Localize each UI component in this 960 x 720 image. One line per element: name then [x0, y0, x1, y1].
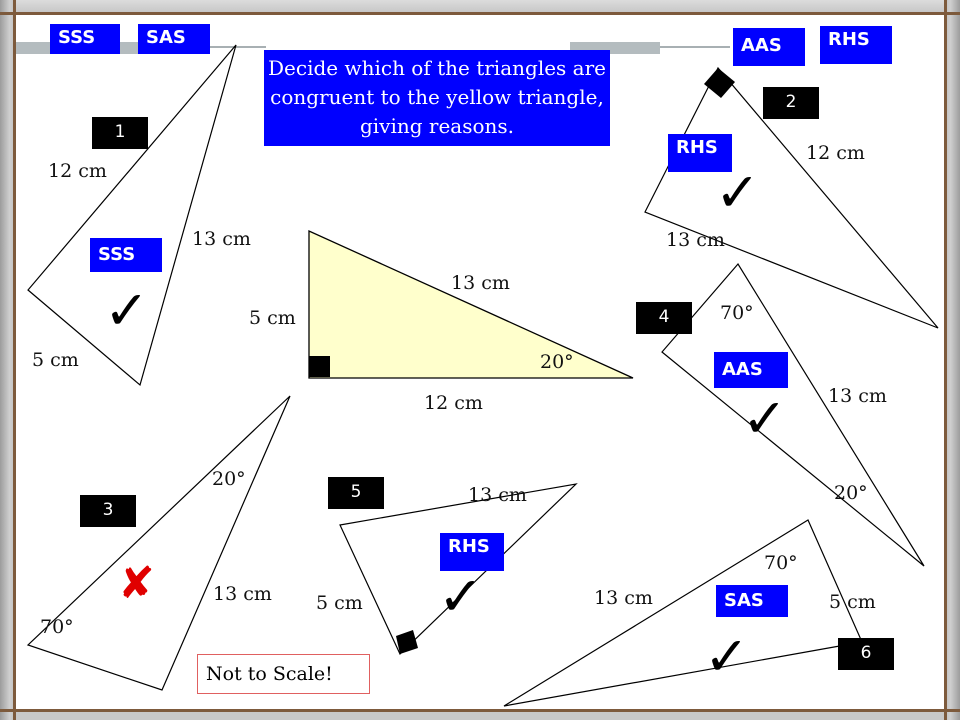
triangle-4-number: 4 [636, 302, 692, 334]
triangle-2-right-angle-marker [704, 68, 735, 98]
triangle-2-reason-badge: RHS [668, 134, 732, 172]
frame-left [0, 0, 16, 720]
frame-rail-left [13, 0, 16, 720]
triangle-5-number: 5 [328, 477, 384, 509]
decor-line-left [176, 46, 266, 48]
triangle-6 [503, 519, 863, 707]
triangle-5-tick-icon: ✓ [438, 565, 484, 628]
frame-right [944, 0, 960, 720]
triangle-3-side: 13 cm [213, 583, 272, 605]
option-badge-aas: AAS [733, 28, 805, 66]
triangle-1-side-a: 12 cm [48, 160, 107, 182]
triangle-2-tick-icon: ✓ [715, 161, 761, 224]
triangle-4-reason-badge: AAS [714, 352, 788, 388]
triangle-3 [26, 395, 291, 691]
yellow-height-label: 5 cm [249, 307, 296, 329]
yellow-right-angle-marker [309, 356, 330, 377]
frame-rail-bottom [0, 709, 960, 712]
option-badge-sas: SAS [138, 24, 210, 54]
triangle-1-side-b: 13 cm [192, 228, 251, 250]
triangle-1-number: 1 [92, 117, 148, 149]
triangle-6-angle: 70° [764, 552, 798, 574]
triangle-1-reason-badge: SSS [90, 238, 162, 272]
triangle-2-side-b: 13 cm [666, 229, 725, 251]
triangle-4-angle-top: 70° [720, 302, 754, 324]
frame-rail-top [0, 12, 960, 15]
decor-line-right [610, 46, 730, 48]
triangle-6-tick-icon: ✓ [704, 625, 750, 688]
triangle-6-side-a: 13 cm [594, 587, 653, 609]
option-badge-rhs: RHS [820, 26, 892, 64]
triangle-5-right-angle-marker [396, 630, 418, 654]
option-badge-sss: SSS [50, 24, 120, 54]
triangle-6-side-b: 5 cm [829, 591, 876, 613]
triangle-3-angle-top: 20° [212, 468, 246, 490]
triangle-4-angle-bottom: 20° [834, 482, 868, 504]
frame-top [0, 0, 960, 15]
triangle-3-cross-icon: ✘ [118, 558, 155, 609]
triangle-4 [661, 262, 925, 567]
instruction-box: Decide which of the triangles are congru… [264, 50, 610, 146]
triangle-5-side-left: 5 cm [316, 592, 363, 614]
triangle-2-number: 2 [763, 87, 819, 119]
yellow-hypotenuse-label: 13 cm [451, 272, 510, 294]
triangle-2-side-a: 12 cm [806, 142, 865, 164]
triangle-5-reason-badge: RHS [440, 533, 504, 571]
triangle-6-number: 6 [838, 638, 894, 670]
triangle-4-tick-icon: ✓ [742, 387, 788, 450]
triangle-4-side: 13 cm [828, 385, 887, 407]
yellow-angle-label: 20° [540, 351, 574, 373]
triangle-5-side-top: 13 cm [468, 484, 527, 506]
not-to-scale-note: Not to Scale! [197, 654, 370, 694]
yellow-triangle [308, 229, 634, 379]
yellow-base-label: 12 cm [424, 392, 483, 414]
triangle-1-tick-icon: ✓ [104, 279, 150, 342]
frame-bottom [0, 710, 960, 720]
triangle-3-number: 3 [80, 495, 136, 527]
frame-rail-right [944, 0, 947, 720]
triangle-1-side-c: 5 cm [32, 349, 79, 371]
triangle-3-angle-bottom: 70° [40, 616, 74, 638]
triangle-1 [27, 44, 237, 387]
triangle-6-reason-badge: SAS [716, 585, 788, 617]
